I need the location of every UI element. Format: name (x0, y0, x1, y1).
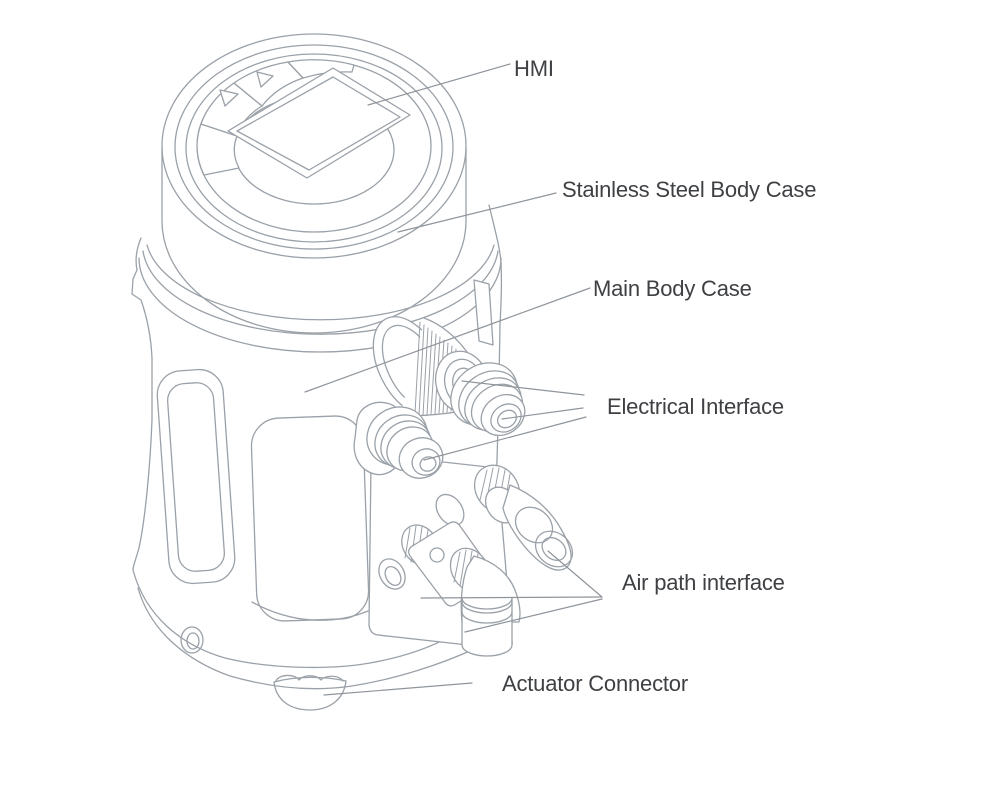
label-hmi: HMI (514, 56, 554, 81)
hmi-display (227, 67, 411, 179)
label-stainless-steel-body-case: Stainless Steel Body Case (562, 177, 817, 202)
callout-line-electrical-3 (423, 416, 587, 461)
label-electrical-interface: Electrical Interface (607, 394, 784, 419)
label-actuator-connector: Actuator Connector (502, 671, 688, 696)
callout-line-hmi (367, 63, 511, 106)
knurl-hatching (453, 549, 479, 591)
body-screw (180, 626, 204, 654)
electrical-connector-lower (353, 401, 444, 479)
air-path-fittings (378, 464, 574, 657)
callout-line-air-1 (547, 550, 603, 598)
callout-line-main-body (304, 287, 591, 393)
knurl-hatching (404, 525, 429, 565)
callout-line-air-2 (420, 596, 603, 599)
top-cap-drawing (161, 33, 467, 334)
knurl-hatching (479, 467, 511, 510)
callout-line-air-3 (464, 598, 603, 633)
callout-line-actuator (323, 682, 473, 696)
callout-line-electrical-2 (501, 407, 584, 420)
bracket-hole (429, 547, 445, 563)
callout-line-electrical-1 (461, 380, 585, 396)
button-triangle-icon (256, 71, 274, 88)
electrical-connector-right (450, 362, 526, 437)
label-main-body-case: Main Body Case (593, 276, 752, 301)
button-triangle-icon (219, 89, 239, 107)
actuator-connector-drawing (273, 674, 347, 711)
hmi-buttons (196, 59, 355, 176)
manifold-oval-hole (435, 493, 465, 527)
callout-line-stainless (397, 192, 557, 233)
label-air-path-interface: Air path interface (622, 570, 785, 595)
